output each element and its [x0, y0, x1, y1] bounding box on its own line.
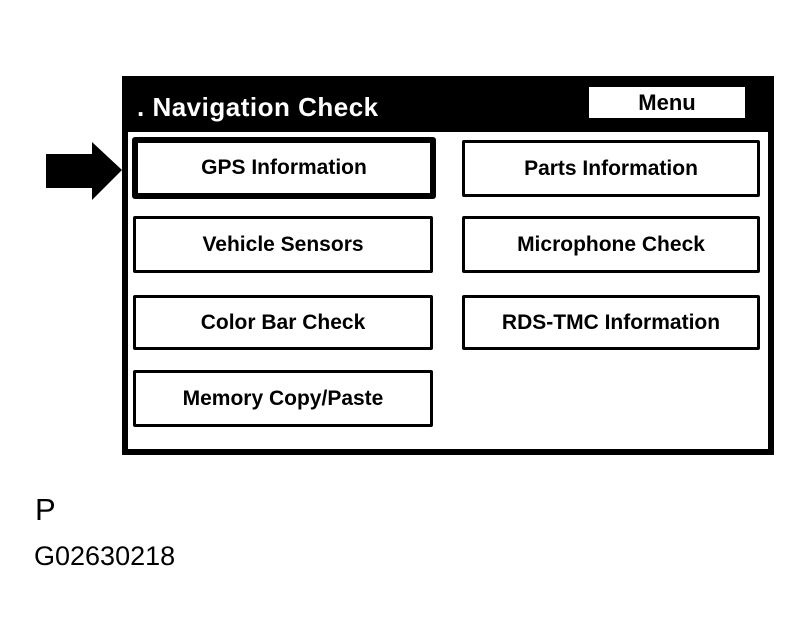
- button-parts-information[interactable]: Parts Information: [462, 140, 760, 197]
- button-vehicle-sensors[interactable]: Vehicle Sensors: [133, 216, 433, 273]
- arrow-right-icon: [46, 142, 122, 200]
- menu-button[interactable]: Menu: [588, 86, 746, 119]
- button-gps-information[interactable]: GPS Information: [133, 138, 435, 198]
- button-microphone-check[interactable]: Microphone Check: [462, 216, 760, 273]
- button-color-bar-check[interactable]: Color Bar Check: [133, 295, 433, 350]
- navigation-check-screen: . Navigation Check Menu GPS Information …: [122, 76, 774, 455]
- caption-letter: P: [35, 492, 56, 527]
- screen-header: . Navigation Check Menu: [128, 82, 768, 132]
- screen-title: . Navigation Check: [137, 92, 379, 122]
- figure-code: G02630218: [34, 541, 176, 571]
- button-rds-tmc-information[interactable]: RDS-TMC Information: [462, 295, 760, 350]
- button-memory-copy-paste[interactable]: Memory Copy/Paste: [133, 370, 433, 427]
